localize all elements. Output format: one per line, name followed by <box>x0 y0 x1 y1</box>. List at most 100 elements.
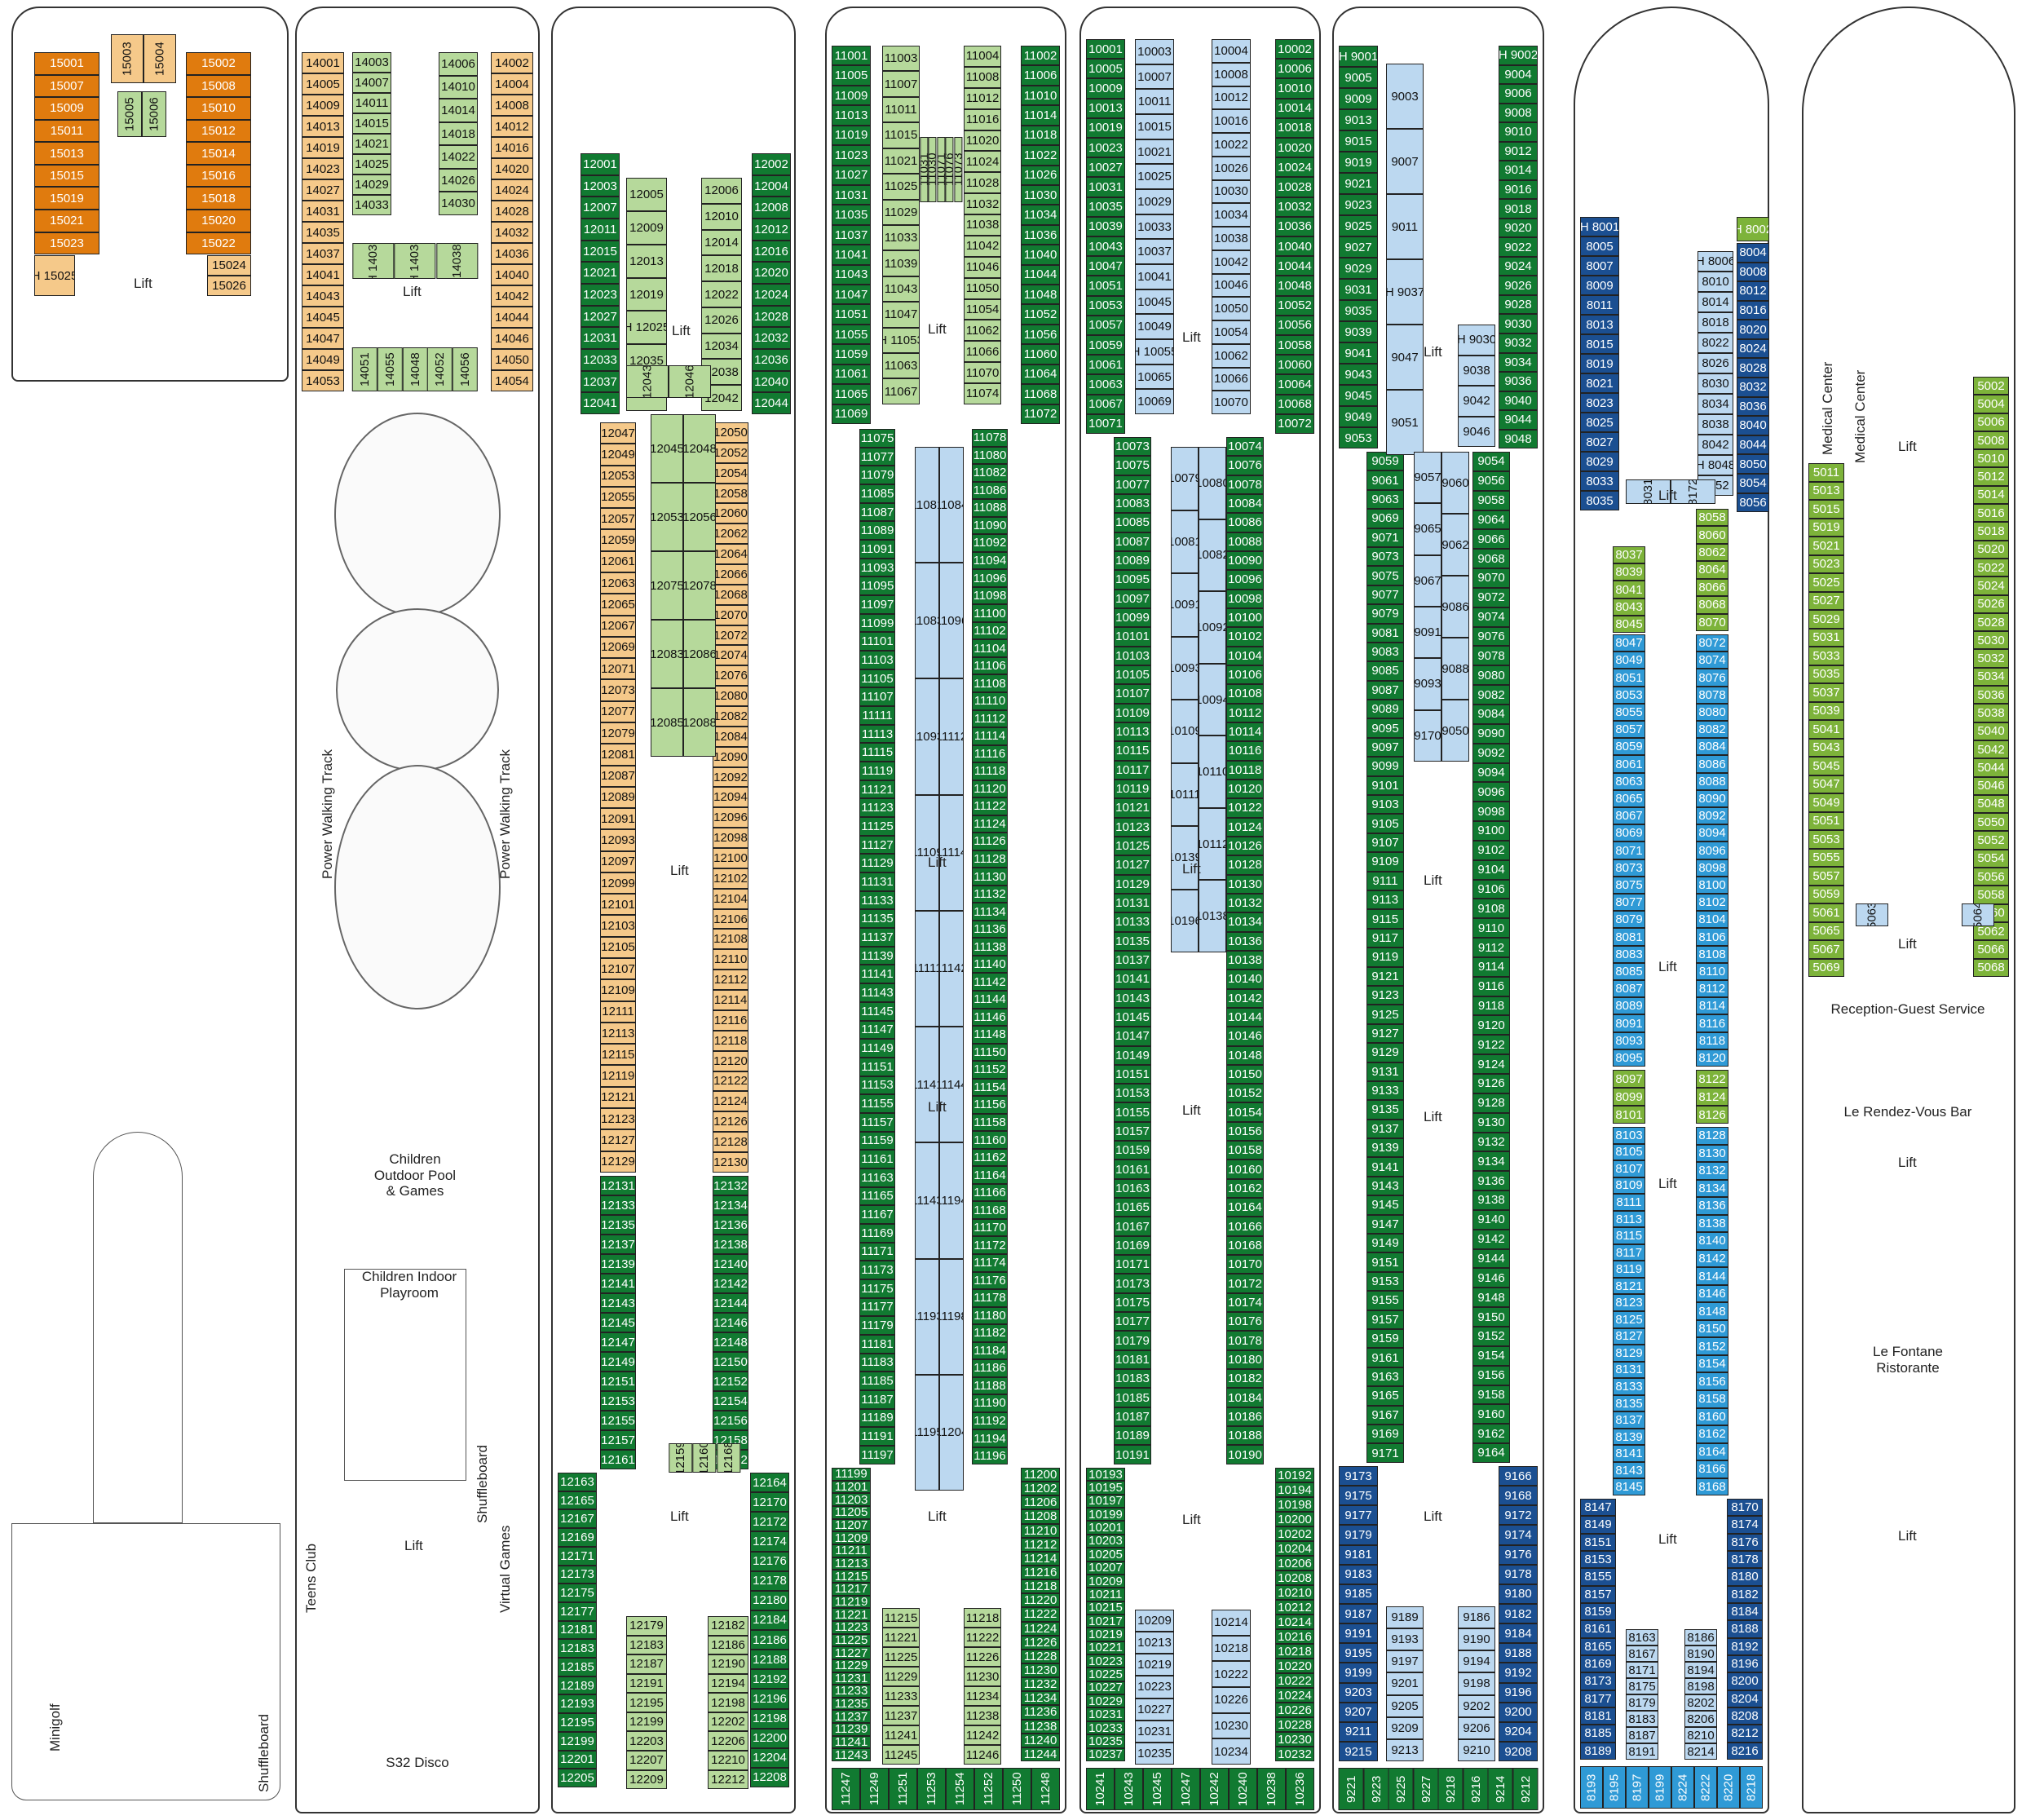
cabin-cell: 12183 <box>558 1639 597 1659</box>
cabin-cell: 9095 <box>1366 718 1404 738</box>
cabin-cell: 5065 <box>1808 921 1844 940</box>
cabin-cell: 12023 <box>581 284 620 306</box>
cabin-cell: 8150 <box>1696 1319 1728 1338</box>
cabin-cell: 12044 <box>752 392 791 415</box>
cabin-cell: 9016 <box>1499 179 1538 200</box>
cabin-cell: 9131 <box>1366 1062 1404 1081</box>
cabin-cell: 8155 <box>1580 1568 1616 1586</box>
cabin-cell: 11007 <box>882 71 920 97</box>
cabin-cell: 10236 <box>1286 1768 1314 1810</box>
cabin-cell: 12146 <box>713 1313 748 1332</box>
cabin-cell: 11177 <box>859 1297 895 1317</box>
cabin-cell: 9067 <box>1414 554 1441 607</box>
cabin-cell: 12194 <box>708 1673 748 1694</box>
cabin-cell: 11181 <box>859 1334 895 1354</box>
cabin-cell: 15003 <box>111 34 143 83</box>
cabin-cell: 5050 <box>1973 813 2009 832</box>
cabin-cell: 11173 <box>859 1261 895 1279</box>
cabin-cell: 11080 <box>972 446 1008 465</box>
cabin-cell: 10107 <box>1114 684 1151 704</box>
cabin-cell: 9184 <box>1499 1623 1538 1644</box>
cabin-cell: 12064 <box>713 544 748 565</box>
cabin-cell: 9136 <box>1472 1171 1510 1191</box>
cabin-cell: 9060 <box>1441 452 1469 514</box>
cabin-cell: 11043 <box>882 276 920 303</box>
cabin-cell: 9225 <box>1388 1768 1414 1810</box>
cabin-cell: 8035 <box>1580 491 1619 510</box>
cabin-cell: 15002 <box>186 52 251 75</box>
cabin-cell: 12045 <box>651 414 683 483</box>
cabin-cell: 11141 <box>915 1027 939 1143</box>
cabin-cell: 9074 <box>1472 607 1510 627</box>
cabin-cell: 11224 <box>1021 1621 1060 1636</box>
cabin-cell: 9063 <box>1366 489 1404 510</box>
cabin-cell: 10130 <box>1226 874 1264 894</box>
cabin-cell: 9133 <box>1366 1080 1404 1101</box>
lift-label: Lift <box>672 323 691 338</box>
cabin-cell: 10128 <box>1226 855 1264 875</box>
cabin-cell: 10231 <box>1135 1720 1174 1743</box>
cabin-cell: 9116 <box>1472 976 1510 996</box>
cabin-cell: 11239 <box>832 1723 871 1736</box>
cabin-cell: 11221 <box>882 1628 920 1647</box>
cabin-cell: 5015 <box>1808 500 1844 519</box>
cabin-cell: 11006 <box>1021 65 1060 86</box>
cabin-cell: 10094 <box>1199 663 1226 736</box>
cabin-cell: 10216 <box>1275 1629 1314 1644</box>
cabin-cell: 9227 <box>1413 1768 1438 1810</box>
cabin-cell: 11164 <box>972 1166 1008 1184</box>
cabin-cell: 12103 <box>600 915 636 937</box>
cabin-cell: 11096 <box>972 569 1008 587</box>
cabin-cell: 8032 <box>1737 378 1769 397</box>
cabin-cell: 11013 <box>832 105 871 126</box>
cabin-cell: 10124 <box>1226 817 1264 837</box>
cabin-cell: 5068 <box>1973 958 2009 977</box>
cabin-cell: 9079 <box>1366 604 1404 624</box>
cabin-cell: 8067 <box>1613 807 1645 825</box>
cabin-cell: 10101 <box>1114 627 1151 647</box>
cabin-cell: 9209 <box>1386 1716 1424 1739</box>
cabin-cell: 11204 <box>939 1374 964 1491</box>
cabin-cell: 11036 <box>1021 224 1060 245</box>
cabin-cell: 8152 <box>1696 1337 1728 1355</box>
cabin-cell: 10016 <box>1212 109 1251 133</box>
cabin-cell: 8060 <box>1696 526 1728 544</box>
cabin-cell: 12060 <box>713 503 748 524</box>
cabin-cell: 10025 <box>1135 164 1174 190</box>
cabin-cell: 10116 <box>1226 741 1264 761</box>
cabin-cell: 14023 <box>302 158 344 179</box>
cabin-cell: 9034 <box>1499 352 1538 373</box>
cabin-cell: 5051 <box>1808 811 1844 830</box>
cabin-cell: 10059 <box>1086 335 1125 356</box>
cabin-cell: 10033 <box>1135 214 1174 240</box>
cabin-cell: 12148 <box>713 1332 748 1352</box>
cabin-cell: 10032 <box>1275 197 1314 217</box>
cabin-cell: 11046 <box>964 256 1001 278</box>
cabin-cell: 9205 <box>1386 1694 1424 1717</box>
cabin-cell: 9214 <box>1488 1768 1513 1810</box>
cabin-cell: 11119 <box>859 762 895 780</box>
cabin-cell: 9149 <box>1366 1234 1404 1253</box>
cabin-cell: 11034 <box>1021 205 1060 225</box>
cabin-cell: 12199 <box>558 1731 597 1751</box>
cabin-cell: 11121 <box>859 780 895 799</box>
cabin-cell: 8151 <box>1580 1533 1616 1551</box>
cabin-cell: 11143 <box>859 983 895 1002</box>
cabin-cell: 9020 <box>1499 218 1538 238</box>
cabin-cell: 10209 <box>1086 1574 1125 1588</box>
cabin-cell: 11064 <box>1021 364 1060 385</box>
cabin-cell: 8095 <box>1613 1049 1645 1067</box>
cabin-cell: 12091 <box>600 808 636 830</box>
cabin-cell: 12142 <box>713 1274 748 1293</box>
cabin-cell: 8129 <box>1613 1345 1645 1362</box>
cabin-cell: 8058 <box>1696 509 1728 527</box>
cabin-cell: 8081 <box>1613 928 1645 946</box>
